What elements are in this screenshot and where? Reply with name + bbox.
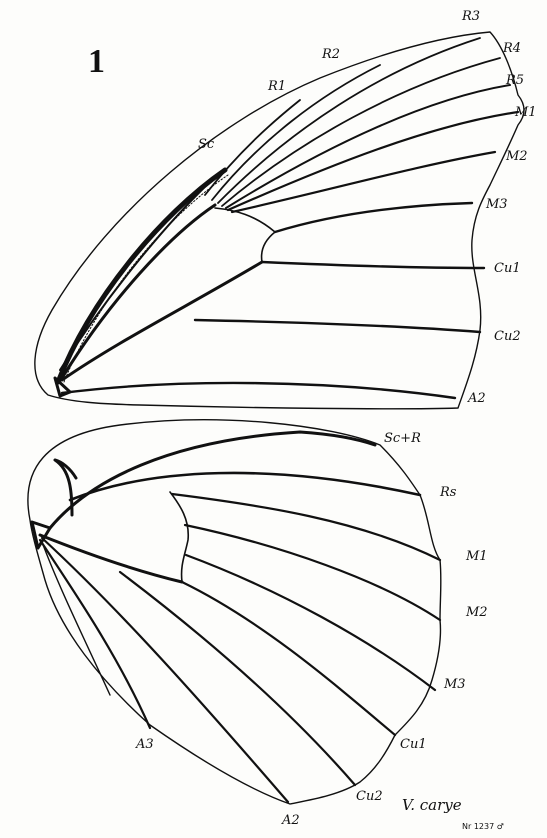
forewing-costa [58, 170, 225, 382]
vein-rs [70, 473, 420, 500]
label-hw-sc-r: Sc+R [384, 431, 421, 446]
label-hw-cu2: Cu2 [356, 789, 383, 804]
forewing-costa-hatch [64, 175, 228, 382]
label-fw-m2: M2 [505, 149, 528, 164]
label-fw-cu1: Cu1 [494, 261, 521, 276]
label-fw-cu2: Cu2 [494, 329, 521, 344]
vein-hcu-stem [40, 535, 182, 582]
plate-number: 1 [88, 43, 105, 80]
vein-hcu2 [120, 572, 355, 785]
label-hw-a2: A2 [281, 813, 300, 828]
label-fw-r4: R4 [502, 41, 521, 56]
vein-r-stem [62, 205, 215, 378]
label-hw-a3: A3 [135, 737, 154, 752]
hindwing-cell [170, 492, 188, 582]
vein-cu1 [262, 262, 484, 268]
discal-cell [215, 208, 275, 262]
hindwing [28, 420, 441, 804]
label-fw-sc: Sc [198, 137, 215, 152]
label-hw-cu1: Cu1 [400, 737, 427, 752]
label-hw-m3: M3 [443, 677, 466, 692]
label-fw-r5: R5 [505, 73, 524, 88]
anal-fold-1 [42, 542, 110, 695]
label-fw-r3: R3 [461, 9, 480, 24]
label-hw-rs: Rs [439, 485, 457, 500]
vein-hcu1 [182, 582, 395, 735]
label-hw-m1: M1 [465, 549, 488, 564]
label-fw-m1: M1 [514, 105, 537, 120]
vein-cu2 [195, 320, 480, 332]
label-hw-m2: M2 [465, 605, 488, 620]
vein-hm3 [186, 555, 435, 690]
artist-signature: V. carye [402, 796, 462, 814]
label-fw-m3: M3 [485, 197, 508, 212]
label-fw-a2: A2 [467, 391, 486, 406]
vein-hm1 [172, 494, 440, 560]
label-fw-r1: R1 [267, 79, 286, 94]
label-fw-r2: R2 [321, 47, 340, 62]
vein-sc [60, 180, 212, 370]
vein-m1 [228, 112, 518, 210]
specimen-number: Nr 1237 ♂ [462, 822, 504, 831]
vein-a2 [62, 383, 455, 398]
vein-m3 [275, 203, 472, 232]
